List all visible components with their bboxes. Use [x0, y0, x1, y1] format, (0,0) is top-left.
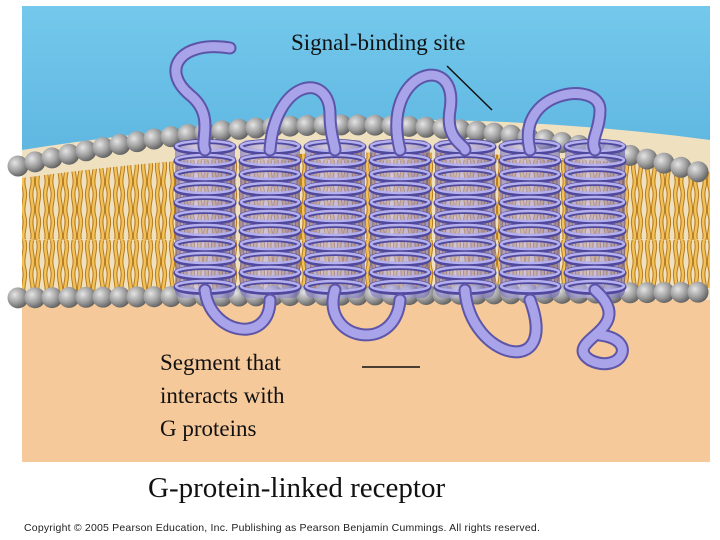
segment-label-line-1: Segment that — [160, 350, 281, 375]
phospholipid-head — [653, 281, 675, 303]
transmembrane-helix — [173, 139, 237, 298]
phospholipid-head — [58, 143, 80, 165]
transmembrane-helix — [238, 139, 302, 298]
phospholipid-head — [143, 128, 165, 150]
phospholipid-head — [126, 131, 148, 153]
phospholipid-head — [92, 136, 114, 158]
phospholipid-head — [92, 286, 114, 308]
transmembrane-helix — [303, 139, 367, 298]
phospholipid-head — [41, 287, 63, 309]
phospholipid-head — [398, 115, 420, 137]
phospholipid-head — [670, 156, 692, 178]
phospholipid-head — [653, 152, 675, 174]
g-protein-segment-label: Segment that interacts with G proteins — [160, 346, 350, 445]
phospholipid-head — [670, 281, 692, 303]
transmembrane-helix — [498, 139, 562, 298]
phospholipid-head — [245, 117, 267, 139]
signal-site-leader-line — [446, 65, 493, 111]
phospholipid-head — [7, 155, 29, 177]
phospholipid-head — [466, 120, 488, 142]
phospholipid-head — [75, 286, 97, 308]
phospholipid-head — [296, 114, 318, 136]
transmembrane-helix — [368, 139, 432, 298]
phospholipid-head — [687, 281, 709, 303]
phospholipid-head — [347, 114, 369, 136]
phospholipid-head — [41, 147, 63, 169]
receptor-helices — [173, 139, 627, 298]
phospholipid-head — [75, 140, 97, 162]
phospholipid-head — [636, 282, 658, 304]
phospholipid-head — [636, 148, 658, 170]
transmembrane-helix — [433, 139, 497, 298]
phospholipid-head — [279, 115, 301, 137]
phospholipid-head — [58, 286, 80, 308]
segment-label-line-2: interacts with — [160, 383, 285, 408]
phospholipid-head — [24, 287, 46, 309]
phospholipid-head — [126, 286, 148, 308]
phospholipid-head — [7, 287, 29, 309]
receptor-loops — [169, 40, 629, 371]
phospholipid-head — [143, 286, 165, 308]
phospholipid-head — [24, 151, 46, 173]
phospholipid-head — [415, 116, 437, 138]
segment-label-line-3: G proteins — [160, 416, 257, 441]
phospholipid-head — [364, 114, 386, 136]
phospholipid-head — [687, 161, 709, 183]
signal-binding-site-label: Signal-binding site — [291, 30, 466, 55]
phospholipid-head — [211, 120, 233, 142]
phospholipid-head — [109, 286, 131, 308]
transmembrane-helix — [563, 139, 627, 298]
phospholipid-head — [109, 133, 131, 155]
phospholipid-head — [228, 118, 250, 140]
copyright-notice: Copyright © 2005 Pearson Education, Inc.… — [24, 522, 541, 534]
figure-caption: G-protein-linked receptor — [148, 472, 446, 504]
phospholipid-head — [483, 122, 505, 144]
phospholipid-head — [160, 126, 182, 148]
